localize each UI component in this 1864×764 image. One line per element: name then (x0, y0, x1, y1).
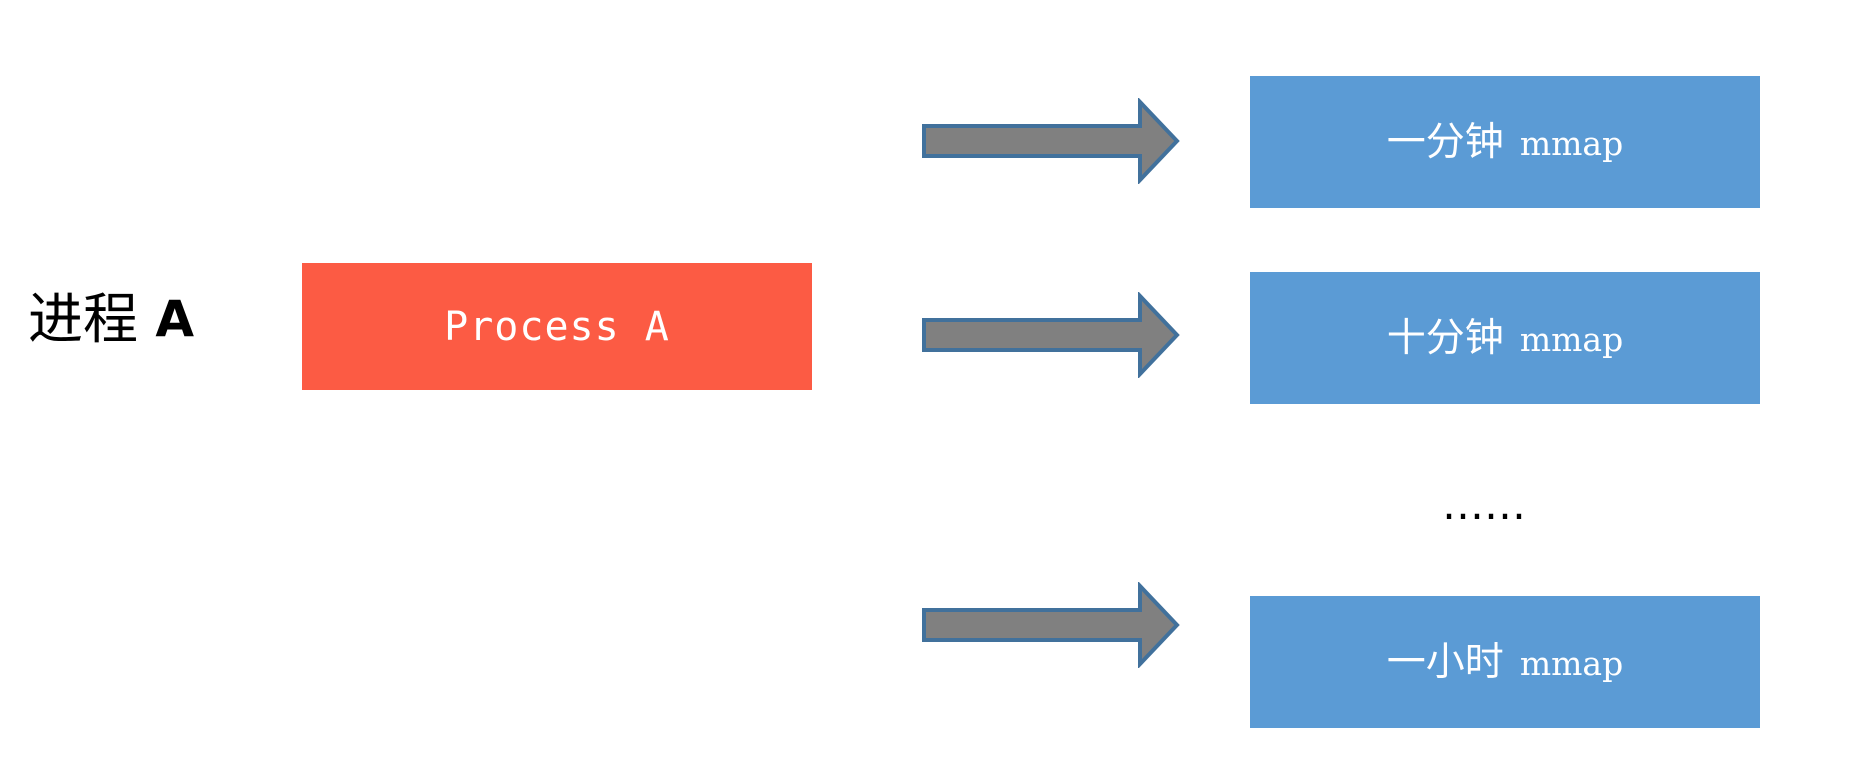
process-label-cjk: 进程 (28, 286, 139, 351)
mmap-box-3[interactable]: 一小时 mmap (1250, 596, 1760, 728)
arrow-right-icon-2 (922, 292, 1180, 378)
process-label: 进程 A (28, 281, 278, 357)
mmap-box-2-word: mmap (1519, 319, 1624, 359)
arrow-right-icon-1 (922, 98, 1180, 184)
process-a-box[interactable]: Process A (302, 263, 812, 390)
mmap-box-2[interactable]: 十分钟 mmap (1250, 272, 1760, 404)
mmap-box-3-word: mmap (1519, 643, 1624, 683)
mmap-box-1-cjk: 一分钟 (1386, 119, 1504, 165)
process-label-latin: A (138, 290, 195, 348)
ellipsis-indicator: …… (1442, 480, 1526, 529)
process-a-box-label: Process A (444, 303, 670, 350)
mmap-box-1-word: mmap (1519, 123, 1624, 163)
mmap-box-1[interactable]: 一分钟 mmap (1250, 76, 1760, 208)
mmap-box-3-cjk: 一小时 (1386, 639, 1504, 685)
arrow-right-icon-3 (922, 582, 1180, 668)
mmap-box-2-cjk: 十分钟 (1386, 315, 1504, 361)
